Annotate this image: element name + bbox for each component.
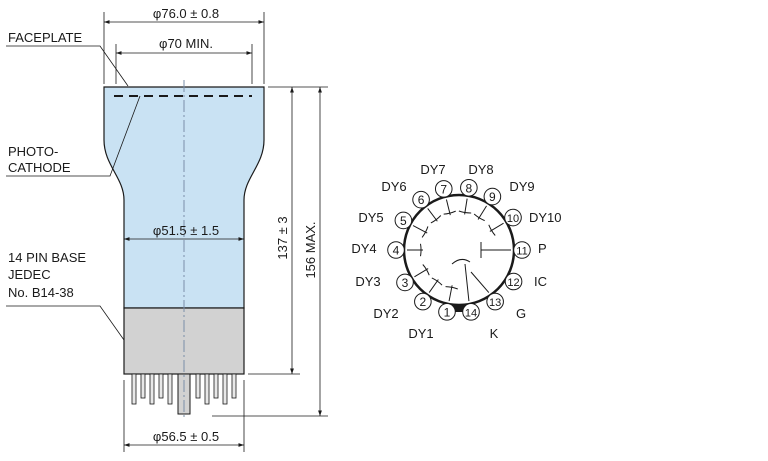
pin-number: 8 bbox=[466, 181, 473, 195]
dim-min-diameter: φ70 MIN. bbox=[159, 36, 213, 51]
pin-number: 6 bbox=[418, 193, 425, 207]
pin-label: DY9 bbox=[509, 179, 534, 194]
pin-number: 13 bbox=[489, 297, 501, 309]
base-key bbox=[177, 373, 191, 415]
pin-circle bbox=[394, 211, 413, 230]
base-pin bbox=[231, 373, 237, 399]
faceplate-label: FACEPLATE bbox=[8, 30, 83, 45]
dimension-lines bbox=[103, 12, 328, 452]
base-key-mark bbox=[452, 306, 466, 312]
pin-label: DY5 bbox=[358, 210, 383, 225]
pin-label: DY7 bbox=[420, 162, 445, 177]
pin-circle bbox=[434, 180, 453, 198]
dim-length-nominal: 137 ± 3 bbox=[275, 216, 290, 259]
tube-outline bbox=[103, 80, 265, 418]
pin-label: DY8 bbox=[468, 162, 493, 177]
base-pin bbox=[195, 373, 201, 399]
pin-circle bbox=[504, 272, 523, 291]
pin-circle bbox=[387, 241, 405, 259]
base-pin bbox=[167, 373, 173, 405]
pin-label: K bbox=[490, 326, 499, 341]
pin-label: DY3 bbox=[355, 274, 380, 289]
pin-label: G bbox=[516, 306, 526, 321]
pin-circle bbox=[396, 273, 414, 292]
pin-circle bbox=[460, 178, 478, 197]
pin-label: DY10 bbox=[529, 210, 562, 225]
pin-circle bbox=[414, 292, 432, 311]
dim-base-diameter: φ56.5 ± 0.5 bbox=[153, 429, 219, 444]
pin-label: P bbox=[538, 241, 547, 256]
pin-label: DY4 bbox=[351, 241, 376, 256]
pin-circle bbox=[513, 241, 531, 259]
pin-number: 3 bbox=[402, 276, 409, 290]
dim-neck-diameter: φ51.5 ± 1.5 bbox=[153, 223, 219, 238]
dim-length-max: 156 MAX. bbox=[303, 221, 318, 278]
photocathode-symbol bbox=[451, 258, 471, 265]
base-label-line3: No. B14-38 bbox=[8, 285, 74, 300]
base-pin bbox=[140, 373, 146, 399]
pin-number: 2 bbox=[420, 295, 427, 309]
base-pin bbox=[213, 373, 219, 399]
pin-label: DY1 bbox=[408, 326, 433, 341]
pin-number: 12 bbox=[507, 277, 519, 289]
base-pin bbox=[131, 373, 137, 405]
pin-circle bbox=[438, 303, 456, 321]
pin-label: DY6 bbox=[381, 179, 406, 194]
pin-number: 14 bbox=[465, 307, 477, 319]
pin-circle bbox=[504, 208, 522, 227]
pin-circle bbox=[462, 303, 480, 321]
pin-number: 5 bbox=[400, 214, 407, 228]
base-pin bbox=[149, 373, 155, 405]
base-pin bbox=[204, 373, 210, 405]
pin-circle bbox=[486, 292, 504, 311]
pin-circle bbox=[483, 187, 502, 206]
pin-circle bbox=[412, 190, 430, 209]
photocathode-label-line1: PHOTO- bbox=[8, 144, 58, 159]
base-label-line1: 14 PIN BASE bbox=[8, 250, 86, 265]
photocathode-label-line2: CATHODE bbox=[8, 160, 71, 175]
pin-number: 11 bbox=[516, 246, 527, 258]
base-label-line2: JEDEC bbox=[8, 267, 51, 282]
callout-leaders bbox=[6, 45, 141, 341]
pin-number: 1 bbox=[444, 305, 451, 319]
base-pins bbox=[131, 373, 237, 405]
pin-number: 10 bbox=[507, 213, 519, 225]
pin-number: 4 bbox=[393, 244, 400, 258]
pin-label: DY2 bbox=[373, 306, 398, 321]
pin-number: 7 bbox=[440, 182, 447, 196]
pin-label: IC bbox=[534, 274, 547, 289]
base-pin bbox=[158, 373, 164, 399]
internal-dynode-symbols bbox=[407, 198, 511, 302]
dim-faceplate-diameter: φ76.0 ± 0.8 bbox=[153, 6, 219, 21]
base-pin bbox=[222, 373, 228, 405]
pin-number: 9 bbox=[489, 190, 496, 204]
